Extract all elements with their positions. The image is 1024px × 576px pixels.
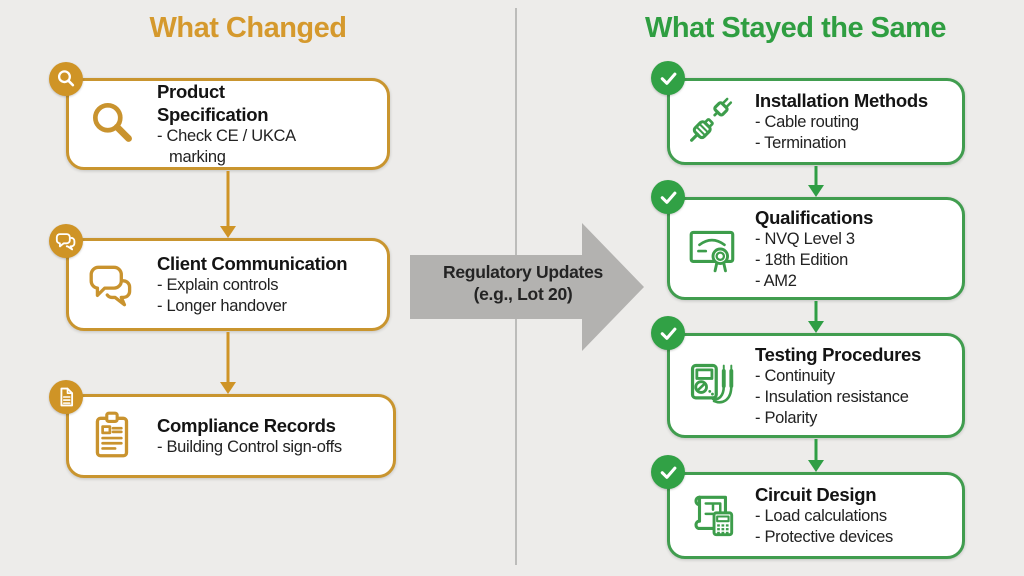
- center-arrow: [410, 223, 644, 351]
- box-bullet: - Termination: [755, 134, 847, 152]
- magnifier-icon: [69, 97, 157, 151]
- box-title: Compliance Records: [157, 415, 336, 436]
- flow-box-qualifications: Qualifications - NVQ Level 3 - 18th Edit…: [667, 197, 965, 300]
- center-arrow-label-line2: (e.g., Lot 20): [473, 284, 573, 304]
- box-title: Circuit Design: [755, 484, 877, 505]
- box-bullet: - AM2: [755, 271, 797, 290]
- box-bullet: - Explain controls: [157, 276, 279, 294]
- right-column-title: What Stayed the Same: [644, 12, 947, 44]
- box-bullet: - Cable routing: [755, 113, 859, 131]
- left-column-title: What Changed: [149, 12, 348, 44]
- box-bullet: - Load calculations: [755, 507, 887, 525]
- check-icon: [651, 316, 685, 350]
- flow-box-circuit-design: Circuit Design - Load calculations - Pro…: [667, 472, 965, 559]
- flow-arrow-down: [808, 439, 824, 472]
- check-icon: [651, 455, 685, 489]
- box-title: Product Specification: [157, 81, 269, 125]
- box-bullet: - Check CE / UKCA marking: [157, 127, 295, 166]
- center-arrow-label-line1: Regulatory Updates: [443, 262, 603, 282]
- flow-arrow-down: [220, 171, 236, 238]
- flow-arrow-down: [220, 332, 236, 394]
- box-title: Client Communication: [157, 253, 348, 274]
- flow-arrow-down: [808, 166, 824, 197]
- flow-box-product-specification: Product Specification - Check CE / UKCA …: [66, 78, 390, 170]
- box-title: Installation Methods: [755, 90, 928, 111]
- plug-connectors-icon: [670, 95, 755, 149]
- flow-box-client-communication: Client Communication - Explain controls …: [66, 238, 390, 331]
- box-title: Testing Procedures: [755, 343, 921, 365]
- box-bullet: - NVQ Level 3: [755, 229, 855, 248]
- box-bullet: - Longer handover: [157, 297, 287, 315]
- document-badge-icon: [49, 380, 83, 414]
- box-bullet: - Protective devices: [755, 528, 893, 546]
- blueprint-calculator-icon: [670, 489, 755, 543]
- box-bullet: - Polarity: [755, 408, 818, 427]
- multimeter-icon: [670, 358, 755, 414]
- center-arrow-label: Regulatory Updates (e.g., Lot 20): [404, 261, 642, 305]
- clipboard-icon: [69, 409, 157, 463]
- box-bullet: - 18th Edition: [755, 250, 849, 269]
- box-bullet: - Insulation resistance: [755, 387, 909, 406]
- flow-box-installation-methods: Installation Methods - Cable routing - T…: [667, 78, 965, 165]
- flow-arrow-down: [808, 301, 824, 333]
- magnifier-badge-icon: [49, 62, 83, 96]
- certificate-icon: [670, 222, 755, 276]
- speech-bubbles-icon: [69, 258, 157, 312]
- flow-box-compliance-records: Compliance Records - Building Control si…: [66, 394, 396, 478]
- check-icon: [651, 61, 685, 95]
- box-title: Qualifications: [755, 206, 874, 228]
- flow-box-testing-procedures: Testing Procedures - Continuity - Insula…: [667, 333, 965, 438]
- box-bullet: - Continuity: [755, 366, 835, 385]
- box-bullet: - Building Control sign-offs: [157, 438, 342, 456]
- speech-bubbles-badge-icon: [49, 224, 83, 258]
- check-icon: [651, 180, 685, 214]
